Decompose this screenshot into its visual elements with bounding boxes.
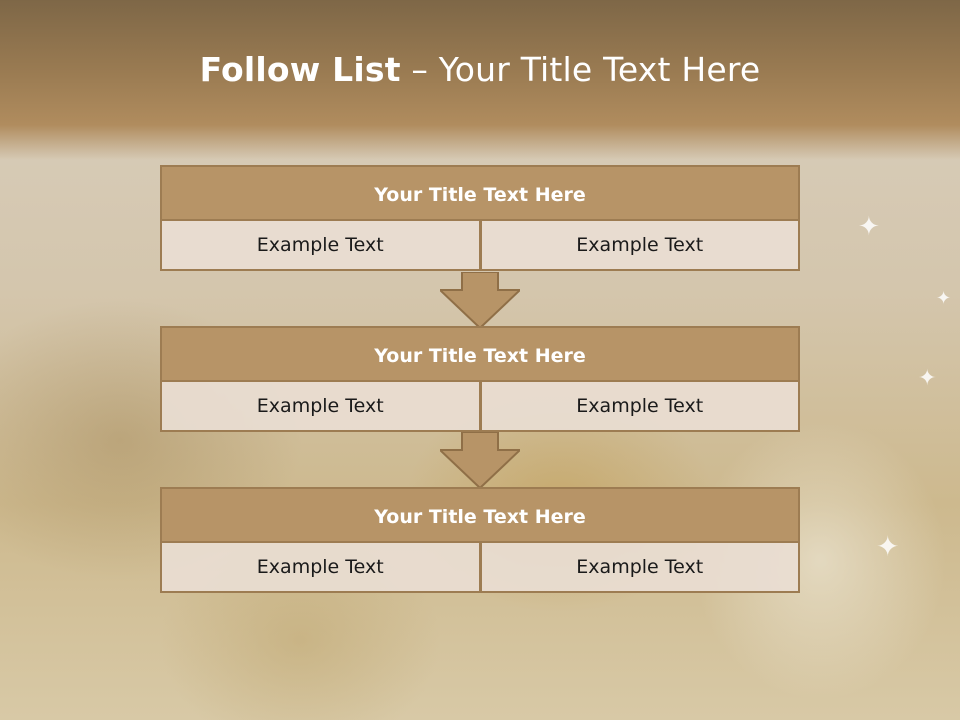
block-title: Your Title Text Here <box>160 487 800 543</box>
block-cell-left: Example Text <box>160 221 481 271</box>
down-arrow-icon <box>440 272 520 328</box>
slide-title-rest: – Your Title Text Here <box>400 50 761 89</box>
block-title: Your Title Text Here <box>160 326 800 382</box>
header-band <box>0 0 960 160</box>
slide-title-bold: Follow List <box>199 50 401 89</box>
sparkle-icon: ✦ <box>936 288 952 309</box>
block-cell-right: Example Text <box>480 382 800 432</box>
block-row: Example Text Example Text <box>160 543 800 593</box>
block-cell-right: Example Text <box>480 543 800 593</box>
block-row: Example Text Example Text <box>160 221 800 271</box>
flow-block-3: Your Title Text Here Example Text Exampl… <box>160 487 800 593</box>
block-row: Example Text Example Text <box>160 382 800 432</box>
flow-block-2: Your Title Text Here Example Text Exampl… <box>160 326 800 432</box>
sparkle-icon: ✦ <box>876 530 900 563</box>
block-cell-left: Example Text <box>160 382 481 432</box>
down-arrow-icon <box>440 432 520 488</box>
slide-title: Follow List – Your Title Text Here <box>0 50 960 89</box>
sparkle-icon: ✦ <box>918 366 937 391</box>
block-cell-right: Example Text <box>480 221 800 271</box>
flow-block-1: Your Title Text Here Example Text Exampl… <box>160 165 800 271</box>
block-cell-left: Example Text <box>160 543 481 593</box>
block-title: Your Title Text Here <box>160 165 800 221</box>
sparkle-icon: ✦ <box>858 212 880 242</box>
